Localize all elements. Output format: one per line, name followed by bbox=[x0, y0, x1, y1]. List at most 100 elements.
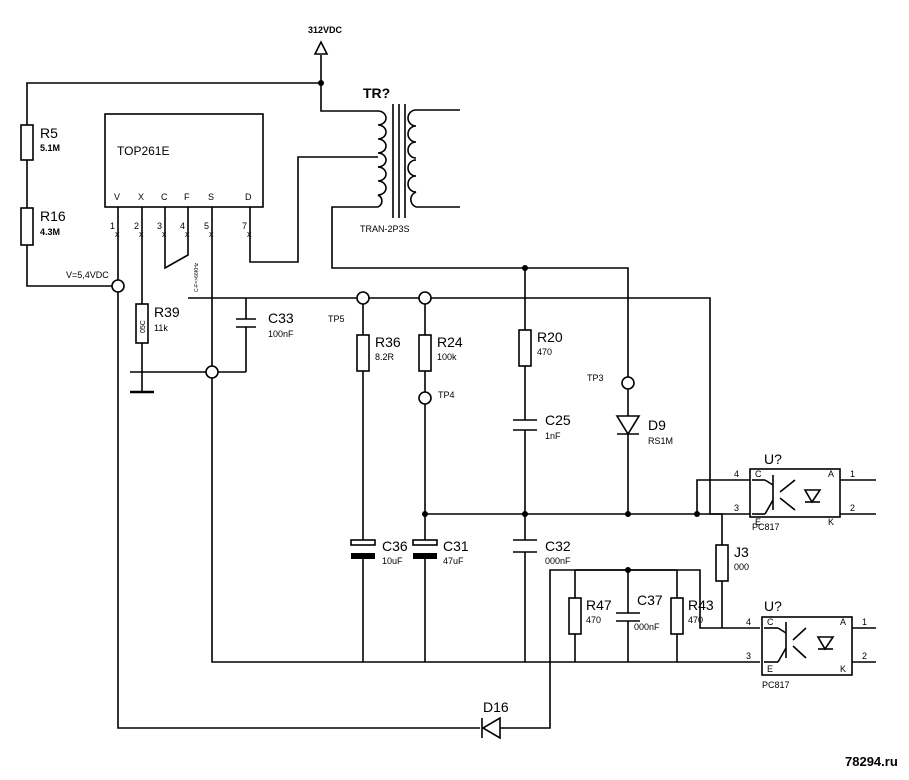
supply-terminal: 312VDC bbox=[308, 25, 343, 55]
transformer: TR? TRAN-2P3S bbox=[360, 85, 417, 234]
r47-ref: R47 bbox=[586, 597, 612, 613]
d16-ref: D16 bbox=[483, 699, 509, 715]
r43-value: 470 bbox=[688, 615, 703, 625]
u1-num-k: 2 bbox=[850, 503, 855, 513]
c33: C33 100nF bbox=[236, 310, 294, 339]
d16: D16 bbox=[481, 699, 509, 740]
u1-num-c: 4 bbox=[734, 469, 739, 479]
ic-pin-5-num: 5 bbox=[204, 221, 209, 231]
d9: D9 RS1M bbox=[615, 415, 673, 446]
u1-pin-a: A bbox=[828, 469, 834, 479]
c31: C31 47uF bbox=[412, 538, 469, 566]
junction-dots bbox=[318, 80, 700, 573]
ic-pin-2-num: 2 bbox=[134, 221, 139, 231]
transformer-ref: TR? bbox=[363, 85, 390, 101]
r24: R24 100k bbox=[418, 334, 463, 372]
u2-num-k: 2 bbox=[862, 651, 867, 661]
u2-part: PC817 bbox=[762, 680, 790, 690]
tp4-label: TP4 bbox=[438, 390, 455, 400]
svg-text:x: x bbox=[209, 229, 214, 239]
r16: R16 4.3M bbox=[20, 207, 66, 246]
ic-pin-4-num: 4 bbox=[180, 221, 185, 231]
c32-ref: C32 bbox=[545, 538, 571, 554]
node-r24 bbox=[418, 291, 432, 305]
supply-label: 312VDC bbox=[308, 25, 343, 35]
ic-pin-c-name: C bbox=[161, 192, 168, 202]
c33-value: 100nF bbox=[268, 329, 294, 339]
r20: R20 470 bbox=[518, 329, 563, 367]
d9-value: RS1M bbox=[648, 436, 673, 446]
ic-pin-d-name: D bbox=[245, 192, 252, 202]
c32: C32 000nF bbox=[513, 538, 571, 566]
tp3-circle bbox=[621, 376, 635, 390]
voltage-label: V=5,4VDC bbox=[66, 270, 109, 280]
node-s bbox=[205, 365, 219, 379]
u1-num-a: 1 bbox=[850, 469, 855, 479]
transformer-part: TRAN-2P3S bbox=[360, 224, 410, 234]
c36-value: 10uF bbox=[382, 556, 403, 566]
r24-ref: R24 bbox=[437, 334, 463, 350]
r20-value: 470 bbox=[537, 347, 552, 357]
watermark: 78294.ru bbox=[845, 754, 898, 769]
r16-ref: R16 bbox=[40, 208, 66, 224]
c25-value: 1nF bbox=[545, 431, 561, 441]
u2-ref: U? bbox=[764, 598, 782, 614]
c36-ref: C36 bbox=[382, 538, 408, 554]
u2-pin-e: E bbox=[767, 664, 773, 674]
ic-pin-v-name: V bbox=[114, 192, 120, 202]
r43: R43 470 bbox=[670, 597, 714, 635]
svg-text:x: x bbox=[185, 229, 190, 239]
u2-num-a: 1 bbox=[862, 617, 867, 627]
tp5-circle bbox=[356, 291, 370, 305]
tp3-label: TP3 bbox=[587, 373, 604, 383]
d9-ref: D9 bbox=[648, 417, 666, 433]
ic-name: TOP261E bbox=[117, 144, 169, 158]
j3: J3 000 bbox=[715, 544, 749, 582]
tp4-circle bbox=[418, 391, 432, 405]
r43-ref: R43 bbox=[688, 597, 714, 613]
node-v bbox=[111, 279, 125, 293]
r36-value: 8.2R bbox=[375, 352, 395, 362]
svg-text:x: x bbox=[247, 229, 252, 239]
c31-value: 47uF bbox=[443, 556, 464, 566]
tp5-label: TP5 bbox=[328, 314, 345, 324]
u1-pin-k: K bbox=[828, 517, 834, 527]
u1-ref: U? bbox=[764, 451, 782, 467]
u2-pin-c: C bbox=[767, 617, 774, 627]
svg-text:x: x bbox=[162, 229, 167, 239]
ic-pin-f-name: F bbox=[184, 192, 190, 202]
u2-num-c: 4 bbox=[746, 617, 751, 627]
c33-ref: C33 bbox=[268, 310, 294, 326]
c31-ref: C31 bbox=[443, 538, 469, 554]
u1-part: PC817 bbox=[752, 522, 780, 532]
optocoupler-1: U? PC817 C E A K 4 3 1 2 bbox=[734, 451, 855, 532]
r16-value: 4.3M bbox=[40, 227, 60, 237]
ic-pin-3-num: 3 bbox=[157, 221, 162, 231]
c37: C37 000nF bbox=[616, 592, 663, 632]
ic-f-pin-note: C-F=>66KHz bbox=[194, 262, 200, 292]
svg-text:x: x bbox=[115, 229, 120, 239]
u2-num-e: 3 bbox=[746, 651, 751, 661]
u1-pin-c: C bbox=[755, 469, 762, 479]
r5: R5 5.1M bbox=[20, 124, 60, 161]
r39: 05C R39 11k bbox=[135, 303, 180, 344]
r20-ref: R20 bbox=[537, 329, 563, 345]
c37-ref: C37 bbox=[637, 592, 663, 608]
c25: C25 1nF bbox=[513, 412, 571, 441]
r47-value: 470 bbox=[586, 615, 601, 625]
r36: R36 8.2R bbox=[356, 334, 401, 372]
ic-pin-1-num: 1 bbox=[110, 221, 115, 231]
j3-value: 000 bbox=[734, 562, 749, 572]
u1-pin-e: E bbox=[755, 517, 761, 527]
r5-ref: R5 bbox=[40, 125, 58, 141]
r47: R47 470 bbox=[568, 597, 612, 635]
u2-pin-a: A bbox=[840, 617, 846, 627]
c25-ref: C25 bbox=[545, 412, 571, 428]
svg-text:x: x bbox=[139, 229, 144, 239]
r36-ref: R36 bbox=[375, 334, 401, 350]
j3-ref: J3 bbox=[734, 544, 749, 560]
r39-body: 05C bbox=[140, 320, 147, 333]
